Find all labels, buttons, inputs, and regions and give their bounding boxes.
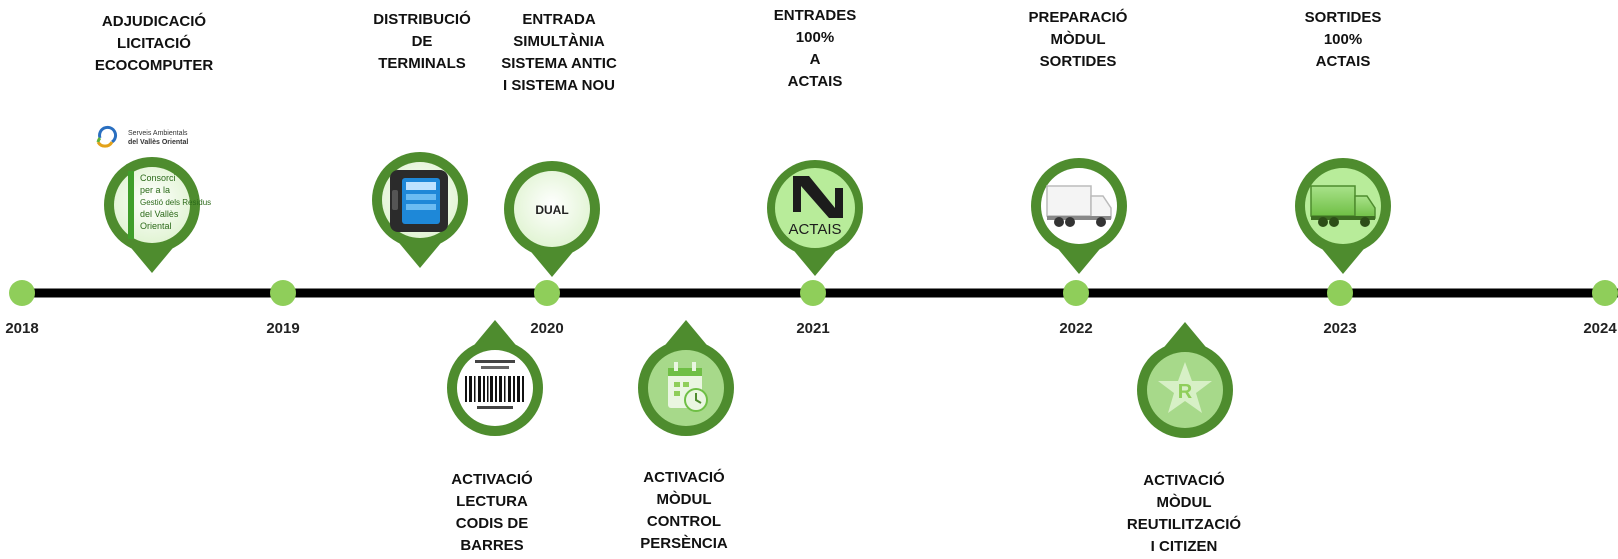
actais-badge-text: ACTAIS	[788, 221, 841, 238]
consorci-logo-icon: Serveis Ambientals del Vallès Oriental	[96, 125, 188, 148]
handheld-terminal-icon	[390, 170, 448, 232]
year-dot-2019	[270, 280, 296, 306]
year-label-2023: 2023	[1323, 320, 1357, 337]
pin-sortides-actais	[1295, 158, 1391, 274]
pin-adjudicacio: Consorci per a la Gestió dels Residus de…	[104, 157, 211, 273]
event-label-entrada-simultania: ENTRADA SIMULTÀNIA SISTEMA ANTIC I SISTE…	[501, 11, 617, 94]
recycle-star-icon: R	[1158, 362, 1212, 413]
event-label-distribucio: DISTRIBUCIÓ DE TERMINALS	[373, 11, 471, 72]
year-dot-2024	[1592, 280, 1618, 306]
actais-logo-icon: ACTAIS	[788, 176, 843, 238]
year-label-2019: 2019	[266, 320, 300, 337]
consorci-stripe	[128, 171, 134, 239]
calendar-clock-icon	[668, 362, 708, 412]
year-dot-2020	[534, 280, 560, 306]
year-label-2022: 2022	[1059, 320, 1093, 337]
dual-icon: DUAL	[535, 203, 568, 217]
pin-preparacio-sortides	[1031, 158, 1127, 274]
year-dot-2021	[800, 280, 826, 306]
event-label-control-persencia: ACTIVACIÓ MÒDUL CONTROL PERSÈNCIA	[640, 469, 728, 552]
recycle-star-letter: R	[1178, 381, 1193, 403]
pin-reutilitzacio: R	[1137, 322, 1233, 438]
year-label-2024: 2024	[1583, 320, 1617, 337]
year-label-2021: 2021	[796, 320, 830, 337]
event-label-reutilitzacio: ACTIVACIÓ MÒDUL REUTILITZACIÓ I CITIZEN	[1126, 472, 1242, 555]
consorci-badge-line-4: del Vallès	[140, 209, 179, 219]
consorci-badge-line-2: per a la	[140, 185, 170, 195]
pin-entrada-simultania: DUAL	[504, 161, 600, 277]
year-dot-2018	[9, 280, 35, 306]
event-label-preparacio-sortides: PREPARACIÓ MÒDUL SORTIDES	[1028, 9, 1128, 70]
barcode-icon	[465, 360, 524, 409]
logo-text-line-1: Serveis Ambientals	[128, 130, 188, 137]
consorci-badge-line-5: Oriental	[140, 221, 172, 231]
event-label-codis-barres: ACTIVACIÓ LECTURA CODIS DE BARRES	[451, 471, 533, 554]
pin-entrades-actais: ACTAIS	[767, 160, 863, 276]
year-dot-2023	[1327, 280, 1353, 306]
logo-text-line-2: del Vallès Oriental	[128, 139, 188, 146]
year-label-2020: 2020	[530, 320, 564, 337]
consorci-badge-line-1: Consorci	[140, 173, 176, 183]
truck-icon	[1046, 185, 1112, 227]
pin-codis-barres	[447, 320, 543, 436]
event-label-sortides-actais: SORTIDES 100% ACTAIS	[1304, 9, 1382, 70]
truck-icon	[1310, 185, 1376, 227]
year-label-2018: 2018	[5, 320, 39, 337]
year-dot-2022	[1063, 280, 1089, 306]
event-label-entrades-actais: ENTRADES 100% A ACTAIS	[773, 7, 857, 90]
pin-control-persencia	[638, 320, 734, 436]
consorci-badge-line-3: Gestió dels Residus	[140, 198, 211, 207]
pin-distribucio	[372, 152, 468, 268]
event-label-adjudicacio: ADJUDICACIÓ LICITACIÓ ECOCOMPUTER	[94, 13, 214, 74]
